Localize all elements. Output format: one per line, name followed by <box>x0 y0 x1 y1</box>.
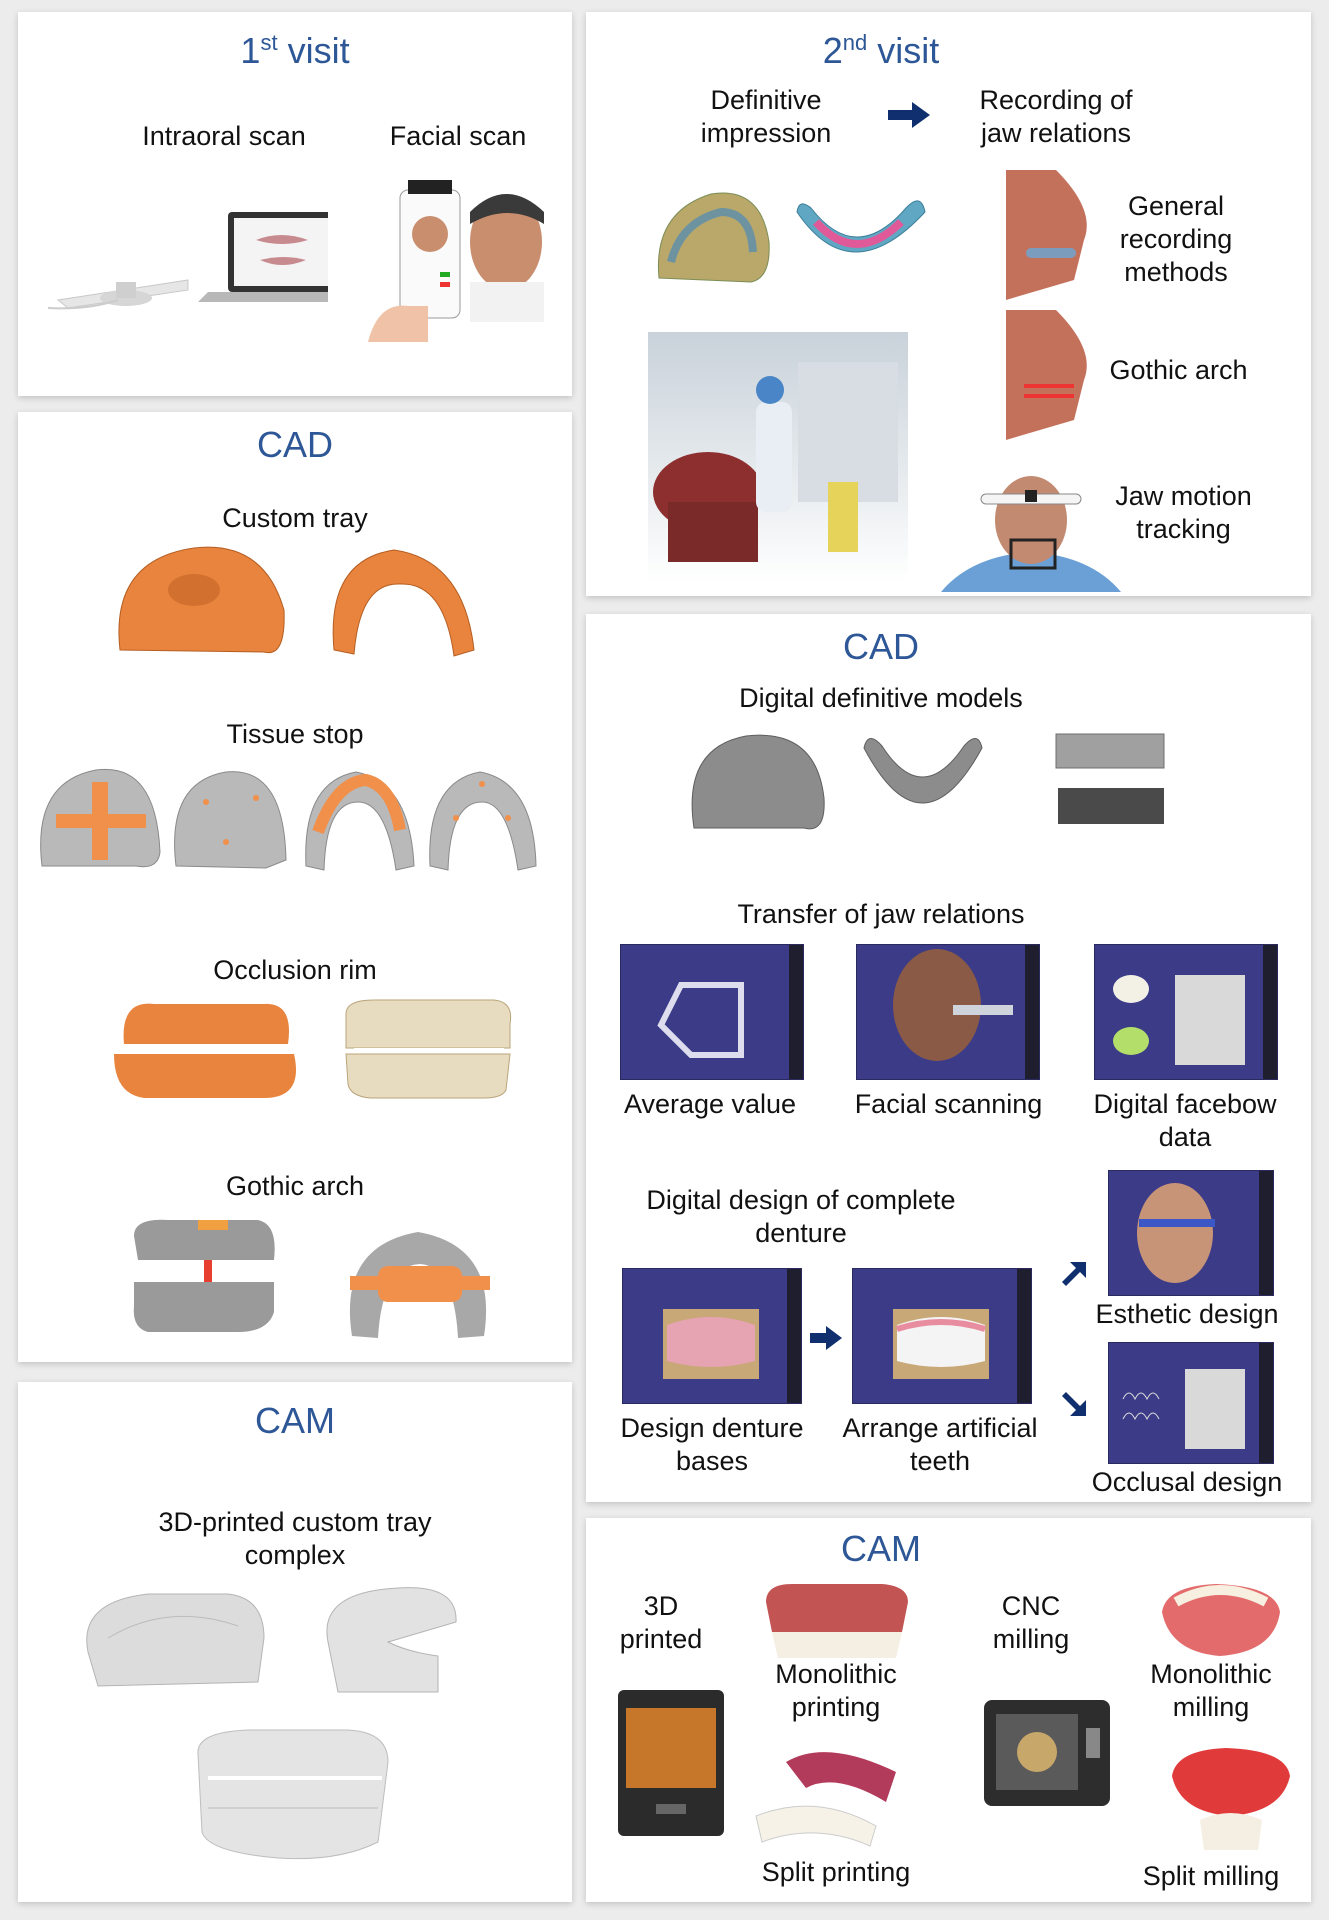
facial-scan-label: Facial scan <box>389 121 527 151</box>
second-visit-title: 2nd visit <box>822 30 940 71</box>
cad-left-panel: CAD Custom tray Tissue stop Occlusion ri… <box>18 412 572 1362</box>
occlusal-design-label: Occlusal design <box>1091 1467 1283 1497</box>
average-value-label: Average value <box>623 1089 797 1119</box>
digital-models-image <box>691 733 1165 830</box>
facial-scanning-label: Facial scanning <box>854 1089 1043 1119</box>
intraoral-scanner-laptop-image <box>47 212 328 310</box>
gothic-arch-recording-label: Gothic arch <box>1109 355 1248 385</box>
design-denture-bases-screen <box>622 1268 802 1404</box>
intraoral-scan-label: Intraoral scan <box>142 121 306 151</box>
first-visit-panel: 1st visit Intraoral scan Facial scan <box>18 12 572 396</box>
definitive-impression-image <box>657 192 926 283</box>
jaw-motion-tracking-image <box>941 476 1121 592</box>
occlusion-rim-image <box>114 999 512 1099</box>
first-visit-title: 1st visit <box>240 30 350 71</box>
general-recording-face-image <box>1006 170 1087 300</box>
monolithic-printing-denture-image <box>766 1584 908 1658</box>
gothic-arch-design-image <box>133 1219 490 1338</box>
split-milling-label: Split milling <box>1142 1861 1280 1891</box>
tissue-stop-label: Tissue stop <box>226 719 364 749</box>
facebow-data-screen <box>1094 944 1278 1080</box>
clinic-photo <box>648 332 908 582</box>
gothic-arch-face-image <box>1006 310 1087 440</box>
digital-definitive-models-label: Digital definitive models <box>739 683 1023 713</box>
down-right-arrow-icon <box>1062 1392 1086 1416</box>
esthetic-design-screen <box>1108 1170 1274 1296</box>
monolithic-milling-denture-image <box>1162 1584 1280 1656</box>
cad-right-panel: CAD Digital definitive models Transfer o… <box>586 614 1311 1502</box>
right-arrow-icon <box>888 102 930 128</box>
cnc-milling-machine-image <box>984 1700 1110 1806</box>
up-right-arrow-icon <box>1062 1262 1086 1286</box>
esthetic-design-label: Esthetic design <box>1095 1299 1279 1329</box>
occlusal-design-screen <box>1108 1342 1274 1464</box>
facial-scan-image <box>368 180 544 342</box>
printed-tray-complex-image <box>86 1587 457 1860</box>
split-printing-label: Split printing <box>761 1857 911 1887</box>
gothic-arch-label: Gothic arch <box>225 1171 365 1201</box>
right-arrow-icon <box>810 1326 842 1350</box>
transfer-jaw-relations-label: Transfer of jaw relations <box>737 899 1025 929</box>
cad-right-title: CAD <box>842 626 919 667</box>
custom-tray-image <box>118 546 475 657</box>
split-printing-denture-image <box>755 1752 896 1847</box>
cad-left-title: CAD <box>256 424 333 465</box>
cam-right-title: CAM <box>841 1528 921 1569</box>
tissue-stop-image <box>40 768 537 871</box>
arrange-artificial-teeth-screen <box>852 1268 1032 1404</box>
3d-printer-image <box>618 1690 724 1836</box>
facial-scanning-screen <box>856 944 1040 1080</box>
average-value-screen <box>620 944 804 1080</box>
custom-tray-label: Custom tray <box>222 503 368 533</box>
occlusion-rim-label: Occlusion rim <box>213 955 377 985</box>
split-milling-denture-image <box>1172 1748 1290 1850</box>
cam-left-title: CAM <box>255 1400 335 1441</box>
